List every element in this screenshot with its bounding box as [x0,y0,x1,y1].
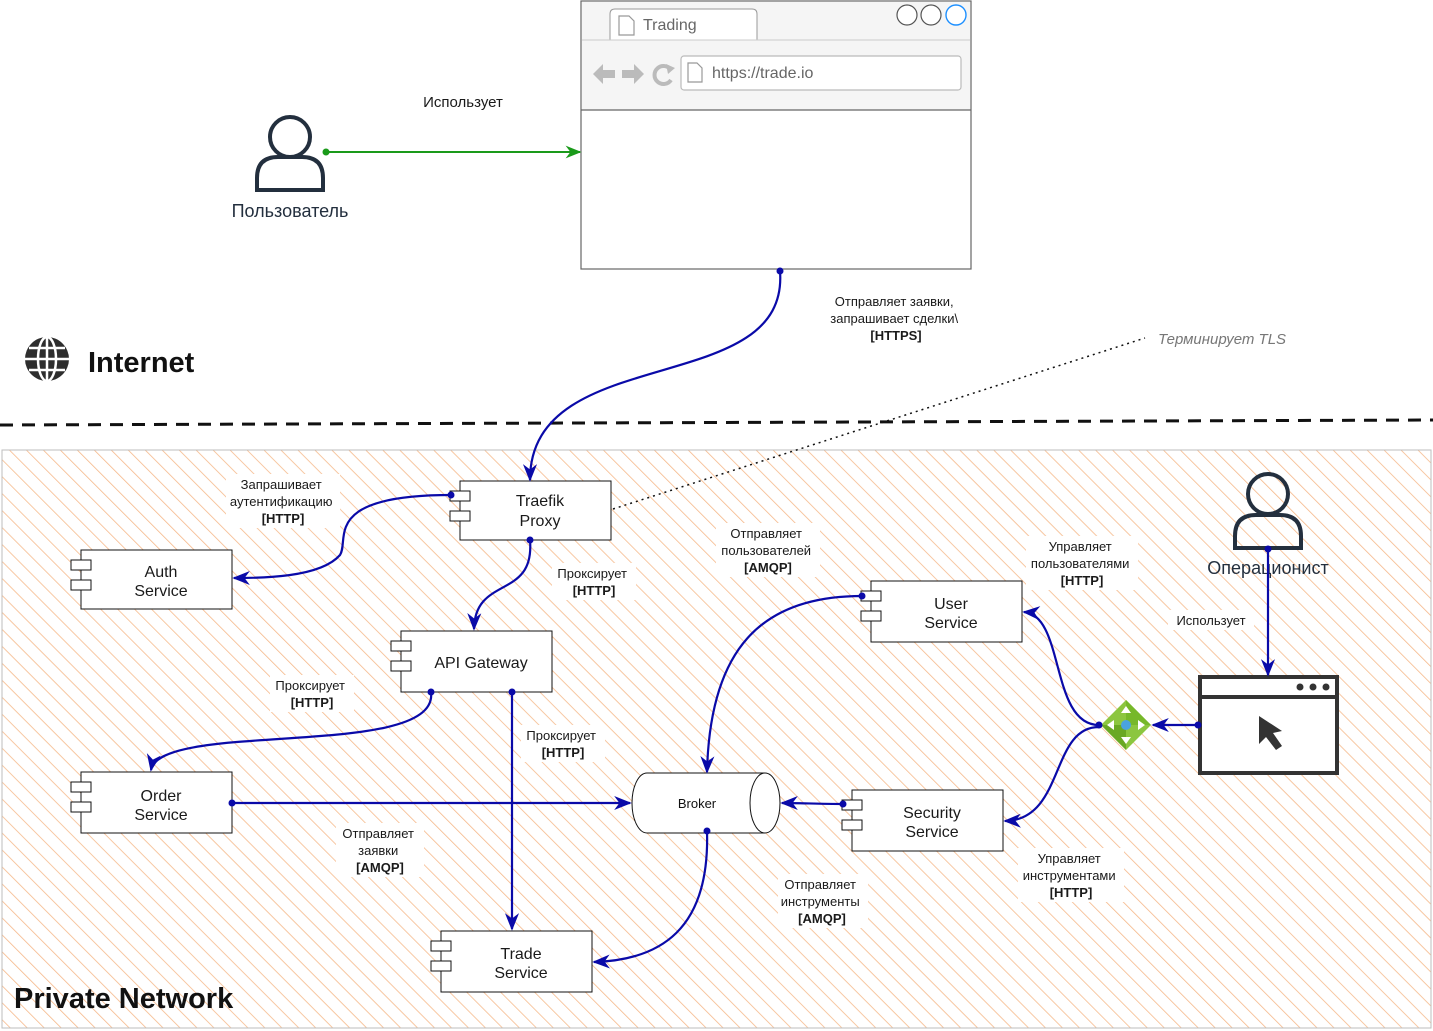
window-circle-icon[interactable] [945,4,967,26]
browser-window: Trading https://trade.io [580,0,972,270]
internet-zone-label: Internet [88,347,195,379]
edge-browser-traefik [522,270,782,482]
user-person-icon [255,115,325,192]
tab-page-icon [618,15,635,36]
internet-boundary-line [0,418,1433,427]
manage-instruments-label: Управляет инструментами [HTTP] [1023,851,1120,900]
url-page-icon [687,62,703,83]
edge-router-security [1003,725,1100,828]
url-text: https://trade.io [712,65,813,82]
operator-person-icon [1233,472,1303,550]
traefik-label: Traefik [516,493,565,510]
edge-broker-trade [592,830,709,969]
order-label: Order [141,788,183,805]
back-arrow-icon[interactable] [593,64,615,84]
security-label: Security [903,805,961,822]
user-label: User [934,596,968,613]
operator-app-icon [1198,675,1339,775]
uses-label: Использует [423,94,503,111]
trade-label: Trade [500,946,541,963]
api-gateway-label: API Gateway [434,655,527,672]
operator-uses-label: Использует [1176,613,1245,628]
security-service-label: Service [905,824,958,841]
forward-arrow-icon[interactable] [622,64,644,84]
edge-security-broker [780,795,844,811]
user-actor-label: Пользователь [232,201,349,221]
edge-auth [232,493,452,586]
browser-traefik-label: Отправляет заявки, запрашивает сделки\ [… [830,294,961,343]
users-broker-label: Отправляет пользователей [AMQP] [721,526,814,575]
load-balancer-icon [1101,700,1151,750]
edge-user-broker [700,594,863,774]
proxy-label: Proxy [520,513,561,530]
window-circle-icon[interactable] [920,4,942,26]
auth-label: Auth [145,564,178,581]
auth-service-label: Service [134,583,187,600]
reload-icon[interactable] [652,64,675,86]
trade-service-label: Service [494,965,547,982]
order-service-label: Service [134,807,187,824]
edge-traefik-gateway [467,539,532,631]
proxy-trade-label: Проксирует [HTTP] [526,728,599,760]
globe-icon [25,335,69,383]
proxy-gateway-label: Проксирует [HTTP] [557,566,630,598]
tls-note-label: Терминирует TLS [1158,331,1286,348]
edge-gateway-order [146,691,433,772]
private-network-label: Private Network [14,983,234,1015]
address-bar[interactable] [680,55,962,91]
auth-edge-label: Запрашивает аутентификацию [HTTP] [230,477,336,526]
browser-tab-label[interactable]: Trading [643,17,697,34]
proxy-order-label: Проксирует [HTTP] [275,678,348,710]
order-broker-label: Отправляет заявки [AMQP] [342,826,417,875]
api-gateway-component[interactable]: API Gateway [390,630,553,693]
edge-router-user [1022,606,1100,727]
security-broker-label: Отправляет инструменты [AMQP] [781,877,864,926]
window-circle-icon[interactable] [896,4,918,26]
broker-queue[interactable]: Broker [631,772,781,834]
user-service-label: Service [924,615,977,632]
broker-label: Broker [678,796,717,811]
manage-users-label: Управляет пользователями [HTTP] [1031,539,1133,588]
